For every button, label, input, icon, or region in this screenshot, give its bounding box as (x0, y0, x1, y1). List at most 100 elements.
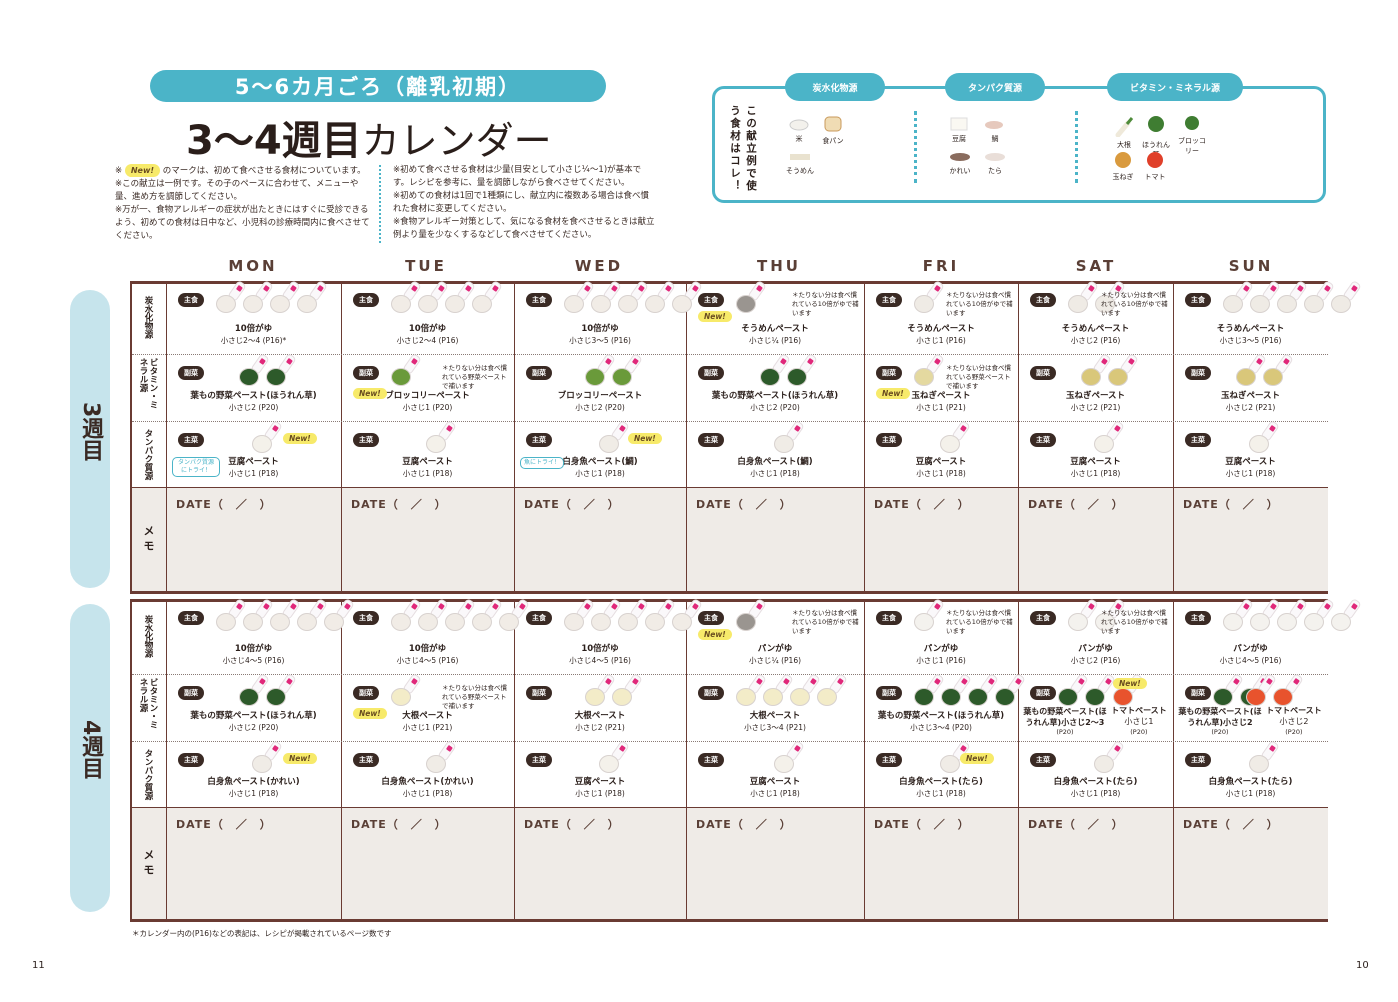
grid-top-border (130, 281, 1328, 284)
dish-amount: 小さじ2 (P21) (1225, 403, 1276, 412)
memo-area[interactable] (1174, 517, 1327, 589)
row-label-vitamin: ビタミン・ミネラル源 (138, 678, 158, 729)
memo-date-field[interactable]: DATE（ ／ ） (874, 498, 970, 511)
memo-area[interactable] (167, 837, 340, 917)
dish-name: 豆腐ペースト (749, 777, 801, 787)
dish-amount: 小さじ2 (P21) (1070, 403, 1121, 412)
dish-name: 10倍がゆ (581, 644, 619, 654)
meal-type-tag: 主菜 (178, 753, 204, 767)
dish-amount: 小さじ2 (P16) (1070, 336, 1121, 345)
dish-name: 葉もの野菜ペースト(ほうれん草)小さじ2〜3 (1023, 707, 1107, 727)
memo-date-field[interactable]: DATE（ ／ ） (524, 498, 620, 511)
spoon-icon (237, 672, 270, 706)
meal-cell-vit: 副菜葉もの野菜ペースト(ほうれん草)小さじ2 (P20) (686, 352, 864, 421)
memo-date-field[interactable]: DATE（ ／ ） (176, 498, 272, 511)
notes-right: ※初めて食べさせる食材は少量(目安として小さじ¼〜1)が基本です。レシピを参考に… (393, 164, 655, 242)
spoon-icon (424, 419, 457, 453)
memo-date-field[interactable]: DATE（ ／ ） (696, 498, 792, 511)
legend-tab-protein: タンパク質源 (945, 73, 1045, 101)
meal-type-tag: 主菜 (1030, 433, 1056, 447)
tofu-icon (950, 117, 968, 131)
food-bread: 食パン (819, 115, 847, 146)
dish-page-tomato: (P20) (1285, 728, 1303, 736)
meal-cell-carb: 主食そうめんペースト小さじ3〜5 (P16) (1173, 279, 1362, 354)
memo-date-field[interactable]: DATE（ ／ ） (351, 498, 447, 511)
memo-area[interactable] (342, 837, 513, 917)
dish-amount: (P20) (1211, 728, 1229, 736)
spoon-group (1066, 597, 1126, 631)
memo-area[interactable] (865, 837, 1017, 917)
food-tomato: トマト (1143, 151, 1167, 182)
spoon-icon (1244, 672, 1277, 706)
spoon-icon (1056, 672, 1089, 706)
memo-date-field[interactable]: DATE（ ／ ） (1183, 498, 1279, 511)
dish-amount: 小さじ3〜4 (P20) (910, 723, 972, 732)
spoon-bowl (1331, 613, 1351, 631)
legend-divider (914, 111, 917, 183)
dish-name: 10倍がゆ (408, 644, 447, 654)
meal-cell-vit: 副菜葉もの野菜ペースト(ほうれん草)小さじ2 (P20) (166, 672, 341, 741)
dish-amount: 小さじ4〜5 (P16) (222, 656, 285, 665)
dish-amount: 小さじ2 (P16) (1070, 656, 1121, 665)
meal-type-tag: 主菜 (353, 433, 379, 447)
memo-date-field[interactable]: DATE（ ／ ） (696, 818, 792, 831)
new-badge: New! (960, 753, 994, 764)
meal-cell-prot: 主菜豆腐ペースト小さじ1 (P18)New!タンパク質源にトライ！ (166, 419, 341, 487)
spoon-icon (1106, 352, 1139, 386)
spoon-bowl (591, 295, 611, 313)
spoon-icon (597, 739, 630, 773)
memo-area[interactable] (342, 517, 513, 589)
spoon-bowl (790, 688, 810, 706)
dish-amount: 小さじ3〜4 (P21) (744, 723, 806, 732)
memo-date-field[interactable]: DATE（ ／ ） (874, 818, 970, 831)
tip-bubble: タンパク質源にトライ！ (172, 457, 220, 477)
meal-type-tag: 主菜 (526, 753, 552, 767)
spoon-bowl (1095, 613, 1115, 631)
spoon-group (214, 597, 355, 631)
column-divider (341, 602, 342, 920)
week3-label: 3週目 (70, 402, 110, 468)
memo-area[interactable] (515, 517, 685, 589)
spoon-group (1092, 419, 1125, 453)
spoon-icon (1211, 672, 1244, 706)
memo-date-field[interactable]: DATE（ ／ ） (1183, 818, 1279, 831)
dish-name: 葉もの野菜ペースト(ほうれん草)小さじ2 (1178, 707, 1262, 727)
column-divider (686, 602, 687, 920)
spoon-bowl (564, 295, 584, 313)
spoon-icon (562, 279, 595, 313)
grid-bottom-border (130, 919, 1328, 922)
spoon-bowl (1107, 368, 1128, 386)
dish-amount: 小さじ4〜5 (P16) (396, 656, 459, 665)
meal-type-tag: 主菜 (1030, 753, 1056, 767)
spoon-icon (250, 419, 283, 453)
memo-date-field[interactable]: DATE（ ／ ） (524, 818, 620, 831)
spoon-bowl (585, 688, 605, 706)
memo-area[interactable] (1019, 837, 1172, 917)
bread-icon (824, 116, 842, 132)
spoon-group (562, 279, 703, 313)
memo-area[interactable] (1174, 837, 1327, 917)
memo-date-field[interactable]: DATE（ ／ ） (1028, 818, 1124, 831)
memo-date-field[interactable]: DATE（ ／ ） (1028, 498, 1124, 511)
memo-area[interactable] (687, 517, 863, 589)
row-divider (132, 354, 1328, 355)
dish-name: 10倍がゆ (408, 324, 447, 334)
spoon-icon (1221, 597, 1254, 631)
spoon-group (597, 739, 630, 773)
memo-area[interactable] (167, 517, 340, 589)
memo-area[interactable] (865, 517, 1017, 589)
spoon-bowl (1273, 688, 1293, 706)
memo-area[interactable] (1019, 517, 1172, 589)
memo-area[interactable] (515, 837, 685, 917)
column-divider (341, 284, 342, 592)
spoon-bowl (252, 755, 272, 773)
dish-name: 葉もの野菜ペースト(ほうれん草) (190, 711, 317, 721)
spoon-group (772, 419, 805, 453)
dish-name: 白身魚ペースト(かれい) (381, 777, 474, 787)
dish-name: 玉ねぎペースト (1220, 391, 1281, 401)
memo-date-field[interactable]: DATE（ ／ ） (351, 818, 447, 831)
memo-date-field[interactable]: DATE（ ／ ） (176, 818, 272, 831)
memo-area[interactable] (687, 837, 863, 917)
substitution-note: ＊たりない分は食べ慣れている10倍がゆで補います (946, 291, 1013, 317)
